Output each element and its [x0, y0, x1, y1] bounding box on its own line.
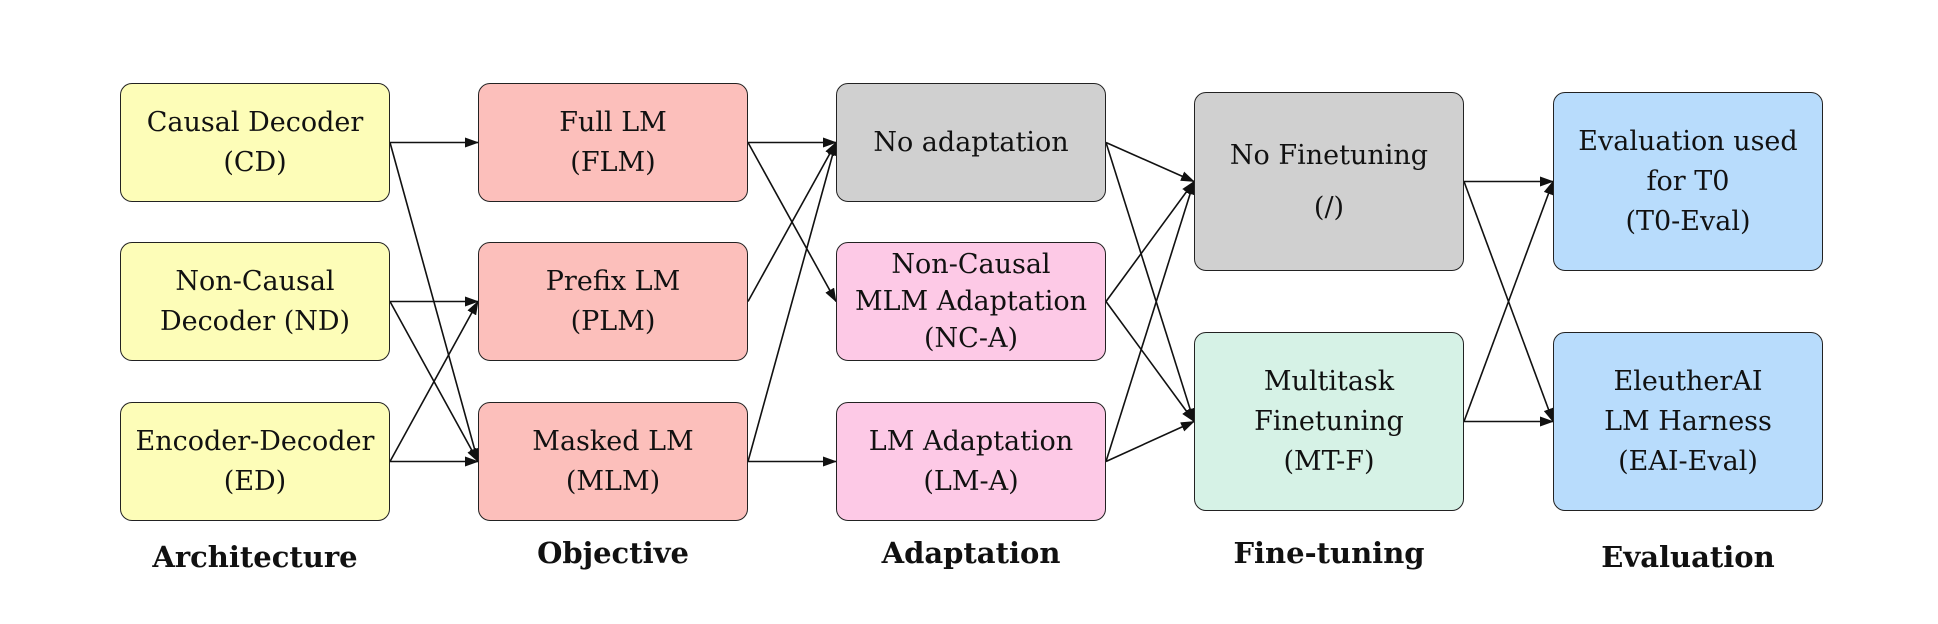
node-line: LM Adaptation: [868, 425, 1074, 457]
node-line: Multitask: [1263, 365, 1395, 397]
column-title-architecture: Architecture: [152, 540, 358, 574]
node-line: (ED): [223, 465, 287, 497]
node-multitask-finetuning: Multitask Finetuning (MT-F): [1194, 332, 1464, 511]
node-line: for T0: [1646, 165, 1730, 197]
edge-ed-to-plm: [389, 300, 479, 462]
edge-lma-to-noft: [1105, 180, 1195, 462]
edge-plm-to-noad: [747, 141, 837, 302]
node-line: (CD): [223, 146, 287, 178]
node-no-adaptation: No adaptation: [836, 83, 1106, 202]
node-line: Finetuning: [1254, 405, 1404, 437]
node-line: (NC-A): [924, 323, 1018, 354]
node-non-causal-decoder: Non-Causal Decoder (ND): [120, 242, 390, 361]
node-line: (PLM): [570, 305, 656, 337]
node-no-finetuning: No Finetuning (/): [1194, 92, 1464, 271]
node-line: Full LM: [559, 106, 667, 138]
node-line: Evaluation used: [1578, 125, 1798, 157]
edge-mlm-to-noad: [747, 141, 838, 462]
edge-nca-to-mtf: [1105, 301, 1195, 423]
edge-lma-to-mtf: [1105, 420, 1195, 463]
node-line: Masked LM: [532, 425, 694, 457]
node-line: (FLM): [570, 146, 656, 178]
node-eai-eval: EleutherAI LM Harness (EAI-Eval): [1553, 332, 1823, 511]
node-causal-decoder: Causal Decoder (CD): [120, 83, 390, 202]
node-encoder-decoder: Encoder-Decoder (ED): [120, 402, 390, 521]
node-line: Prefix LM: [545, 265, 681, 297]
column-title-evaluation: Evaluation: [1601, 540, 1775, 574]
node-line: No Finetuning: [1229, 139, 1429, 171]
node-line: (T0-Eval): [1625, 205, 1751, 237]
node-line: MLM Adaptation: [854, 286, 1088, 317]
node-line: No adaptation: [873, 126, 1069, 158]
node-line: (LM-A): [923, 465, 1019, 497]
node-line: (MT-F): [1283, 445, 1375, 477]
node-lm-adaptation: LM Adaptation (LM-A): [836, 402, 1106, 521]
node-line: EleutherAI: [1613, 365, 1763, 397]
node-line: (EAI-Eval): [1618, 445, 1758, 477]
node-line: Causal Decoder: [146, 106, 364, 138]
node-prefix-lm: Prefix LM (PLM): [478, 242, 748, 361]
column-title-adaptation: Adaptation: [881, 536, 1061, 570]
node-line: Encoder-Decoder: [135, 425, 375, 457]
node-full-lm: Full LM (FLM): [478, 83, 748, 202]
node-t0-eval: Evaluation used for T0 (T0-Eval): [1553, 92, 1823, 271]
node-masked-lm: Masked LM (MLM): [478, 402, 748, 521]
edge-mtf-to-t0: [1463, 180, 1554, 422]
column-title-objective: Objective: [537, 536, 689, 570]
node-line: (/): [1313, 191, 1345, 223]
node-line: LM Harness: [1604, 405, 1772, 437]
edge-noad-to-noft: [1105, 141, 1195, 183]
node-line: Decoder (ND): [159, 305, 351, 337]
column-title-finetuning: Fine-tuning: [1233, 536, 1425, 570]
node-line: (MLM): [565, 465, 661, 497]
node-non-causal-mlm-adaptation: Non-Causal MLM Adaptation (NC-A): [836, 242, 1106, 361]
node-line: Non-Causal: [891, 249, 1051, 280]
edge-noad-to-mtf: [1105, 142, 1195, 423]
node-line: Non-Causal: [175, 265, 335, 297]
edge-nca-to-noft: [1105, 180, 1195, 302]
